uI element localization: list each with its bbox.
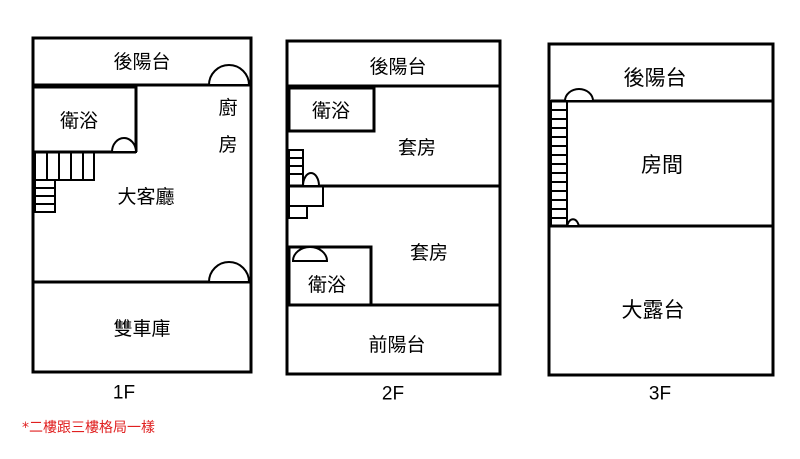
floor-3-stairs-icon [550, 100, 568, 227]
floor-3-terrace-label: 大露台 [622, 298, 685, 322]
floor-1-kitchen-label-1: 廚 [218, 96, 237, 119]
floor-2-rear-balcony-label: 後陽台 [369, 56, 426, 78]
floor-3-balcony-door-icon [563, 88, 595, 102]
floor-3-room-door-icon [565, 218, 581, 227]
floor-2-bathroom-door-icon [291, 246, 329, 262]
floor-1-plan: 後陽台 衛浴 廚 房 大客廳 雙車庫 [31, 36, 253, 374]
floor-1-label: 1F [113, 383, 135, 404]
floor-2-top-bathroom-label: 衛浴 [312, 100, 350, 122]
floor-3-room-label: 房間 [641, 153, 683, 177]
floor-2-stairs-icon [288, 149, 324, 219]
floor-1-stairs-icon [34, 151, 95, 213]
layout-note: *二樓跟三樓格局一樣 [22, 420, 155, 436]
floor-1-living-room-label: 大客廳 [117, 186, 174, 208]
floor-2-plan: 後陽台 衛浴 套房 套房 衛浴 前陽台 [285, 39, 502, 376]
floor-2-bottom-bathroom-label: 衛浴 [308, 274, 346, 296]
floor-1-kitchen-label-2: 房 [218, 134, 237, 156]
floor-2-stair-door-icon [301, 172, 321, 187]
floor-1-bathroom-label: 衛浴 [60, 110, 98, 132]
floor-2-bottom-suite-label: 套房 [410, 242, 448, 264]
floor-2-top-suite-label: 套房 [398, 137, 436, 159]
floor-3-rear-balcony-label: 後陽台 [624, 66, 687, 90]
floor-3-plan: 後陽台 房間 大露台 [547, 42, 775, 377]
floor-1-garage-door-icon [207, 261, 251, 283]
floor-1-rear-balcony-label: 後陽台 [113, 51, 170, 73]
floor-1-garage-label: 雙車庫 [113, 318, 170, 340]
floor-2-outline [285, 39, 502, 376]
floor-1-outline [31, 36, 253, 374]
floor-3-label: 3F [649, 384, 671, 405]
floor-1-balcony-door-icon [207, 64, 251, 86]
floor-2-front-balcony-label: 前陽台 [368, 334, 425, 356]
floor-3-outline [547, 42, 775, 377]
floor-2-top-bathroom-wall [287, 86, 376, 133]
floor-1-bathroom-wall [33, 85, 138, 152]
floor-2-label: 2F [382, 384, 404, 405]
floor-1-bathroom-door-icon [110, 137, 138, 153]
